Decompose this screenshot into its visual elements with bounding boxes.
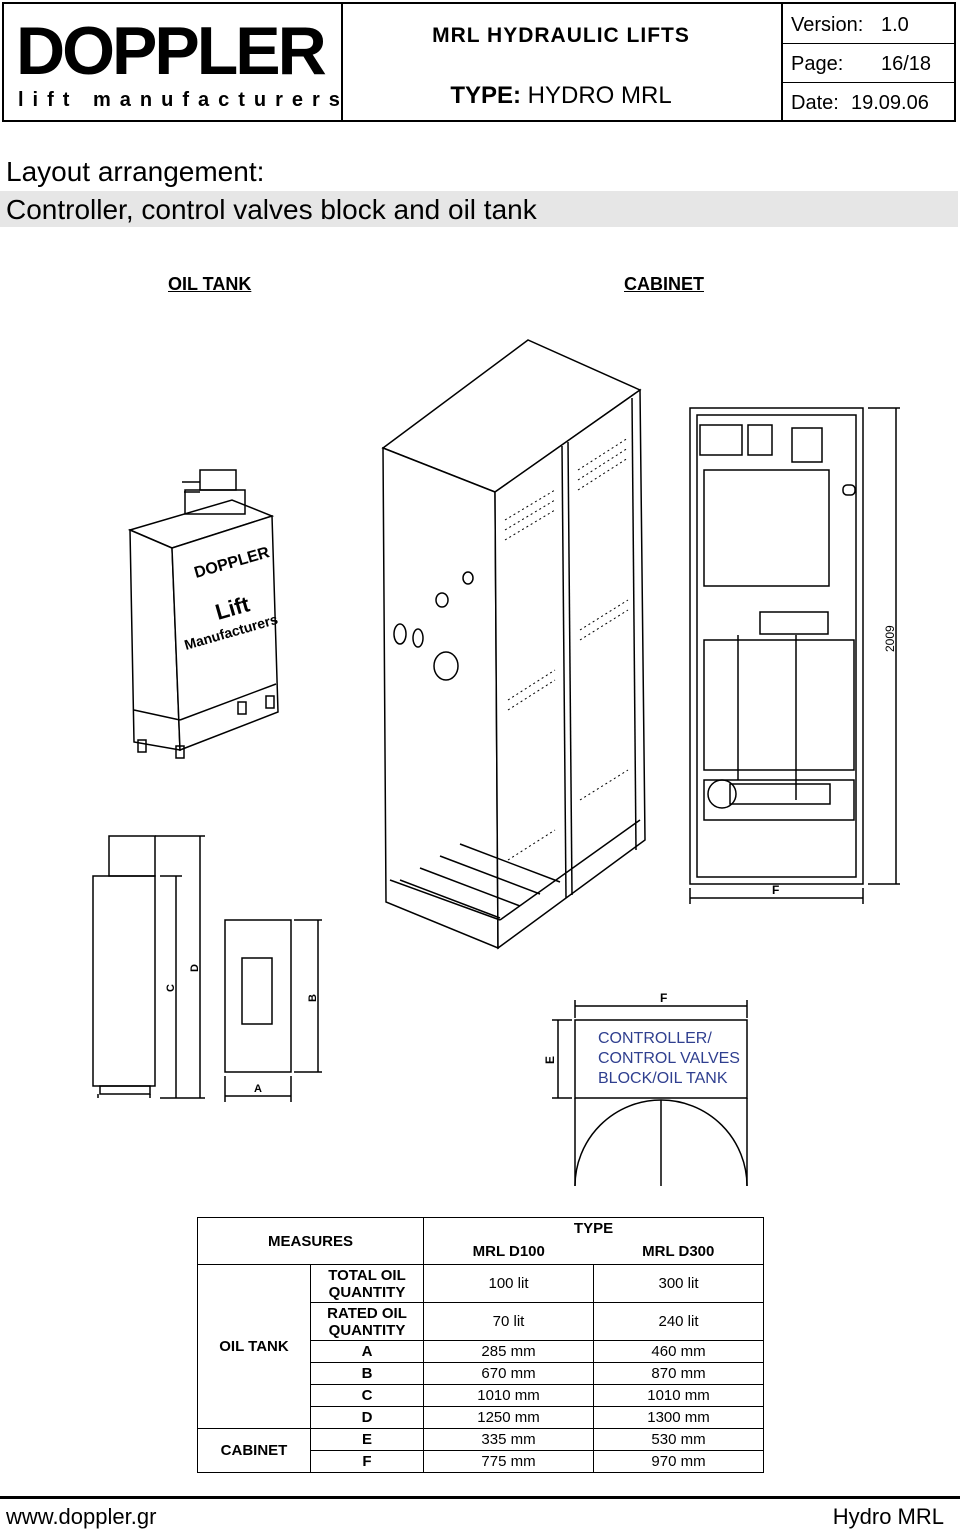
col-mrl-d300: MRL D300 [642,1243,715,1260]
document-title: MRL HYDRAULIC LIFTS [432,24,690,47]
row-label: A [310,1340,424,1363]
table-row: A 285 mm 460 mm [198,1340,764,1363]
row-label: TOTAL OIL QUANTITY [310,1264,424,1303]
cell-d100: 70 lit [423,1302,594,1341]
logo-tagline: lift manufacturers [18,89,339,111]
dim-e-label: E [543,1056,557,1064]
oil-tank-label: OIL TANK [168,274,252,294]
table-row: RATED OIL QUANTITY 70 lit 240 lit [198,1302,764,1341]
tank-elevation-drawing: C D [92,835,205,1099]
tank-front-elevation-drawing: B A [224,919,322,1102]
plan-text-2: CONTROL VALVES [598,1050,740,1067]
measures-table: MEASURES TYPE MRL D100 MRL D300 OIL TANK… [197,1217,764,1473]
dim-d-label: D [189,964,201,972]
logo-word: DOPPLER [16,13,326,89]
cell-d100: 285 mm [423,1340,594,1363]
dim-b-label: B [307,994,319,1002]
group-cabinet: CABINET [197,1428,311,1473]
footer-divider [0,1496,960,1499]
date-row: Date: 19.09.06 [781,82,954,121]
row-label: E [310,1428,424,1451]
type-value: HYDRO MRL [527,82,672,109]
page-value: 16/18 [881,53,932,75]
row-label: F [310,1450,424,1473]
cell-d100: 775 mm [423,1450,594,1473]
plan-text-3: BLOCK/OIL TANK [598,1070,728,1087]
cell-d300: 1010 mm [593,1384,764,1407]
oil-tank-3d-drawing: DOPPLER Lift Manufacturers [127,469,280,759]
plan-text-1: CONTROLLER/ [598,1030,712,1047]
page-row: Page: 16/18 [781,43,954,83]
table-row: D 1250 mm 1300 mm [198,1406,764,1429]
type-label: TYPE: [450,82,521,109]
cell-d300: 970 mm [593,1450,764,1473]
logo: DOPPLER lift manufacturers [4,4,343,120]
footer-url[interactable]: www.doppler.gr [6,1504,157,1529]
group-oil-tank: OIL TANK [197,1264,311,1429]
cell-d100: 100 lit [423,1264,594,1303]
technical-drawings: DOPPLER Lift Manufacturers [92,339,900,1187]
cell-d300: 460 mm [593,1340,764,1363]
version-label: Version: [791,14,864,36]
cell-d100: 1010 mm [423,1384,594,1407]
section-title-line2: Controller, control valves block and oil… [0,191,958,227]
dim-a-label: A [254,1083,262,1095]
section-title-line1: Layout arrangement: [6,156,265,187]
date-value: 19.09.06 [851,92,929,114]
cell-d300: 1300 mm [593,1406,764,1429]
table-row: C 1010 mm 1010 mm [198,1384,764,1407]
cabinet-3d-drawing [381,339,646,950]
version-value: 1.0 [881,14,909,36]
row-label: D [310,1406,424,1429]
document-header: DOPPLER lift manufacturers MRL HYDRAULIC… [2,2,956,122]
footer-product: Hydro MRL [832,1504,944,1529]
cell-d100: 670 mm [423,1362,594,1385]
document-type: TYPE: HYDRO MRL [341,82,781,110]
row-label: B [310,1362,424,1385]
date-label: Date: [791,92,839,114]
table-row: OIL TANK TOTAL OIL QUANTITY 100 lit 300 … [197,1264,764,1429]
dim-f-front-label: F [772,883,779,897]
col-mrl-d100: MRL D100 [472,1243,545,1260]
cell-d100: 1250 mm [423,1406,594,1429]
cabinet-front-drawing: 2009 F [689,407,900,904]
type-header: TYPE MRL D100 MRL D300 [423,1217,764,1265]
table-row: CABINET E 335 mm 530 mm [197,1428,764,1473]
type-header-label: TYPE [573,1220,614,1237]
plan-view-drawing: F E CONTROLLER/ CONTROL VALVES BLOCK/OIL… [543,991,748,1187]
cell-d300: 300 lit [593,1264,764,1303]
dim-height-label: 2009 [883,625,897,652]
cell-d300: 870 mm [593,1362,764,1385]
row-label: C [310,1384,424,1407]
cell-d100: 335 mm [423,1428,594,1451]
meta-cell: Version: 1.0 Page: 16/18 Date: 19.09.06 [781,4,954,120]
title-cell: MRL HYDRAULIC LIFTS TYPE: HYDRO MRL [341,4,783,120]
measures-header: MEASURES [197,1217,424,1265]
table-row: F 775 mm 970 mm [198,1450,764,1473]
page-label: Page: [791,53,844,75]
version-row: Version: 1.0 [781,4,954,44]
dim-c-label: C [165,984,177,992]
dim-f-plan-label: F [660,991,667,1005]
row-label: RATED OIL QUANTITY [310,1302,424,1341]
cabinet-label: CABINET [624,274,704,294]
cell-d300: 240 lit [593,1302,764,1341]
cell-d300: 530 mm [593,1428,764,1451]
